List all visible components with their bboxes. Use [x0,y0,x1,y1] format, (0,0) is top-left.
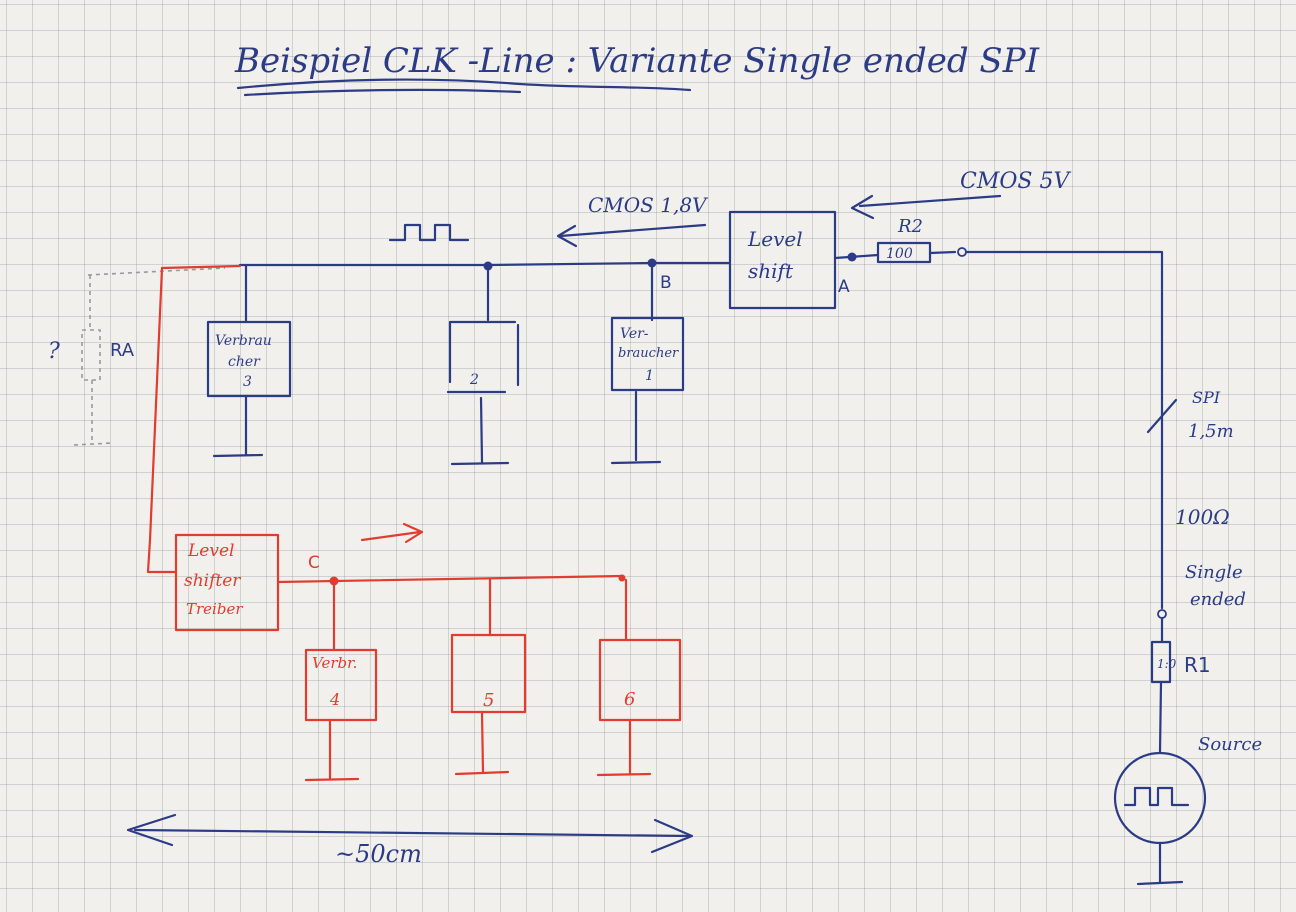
note-single: Single [1185,562,1243,583]
source-symbol [1113,751,1207,845]
consumer-2-number: 2 [469,372,479,388]
ground-consumer-3-icon [212,453,264,458]
resistor-r1-name: R1 [1184,653,1211,677]
note-spi: SPI [1192,388,1221,407]
resistor-ra [81,275,101,440]
consumer-4-number: 4 [329,690,340,709]
resistor-ra-name: RA [110,340,135,361]
page-title: Beispiel CLK -Line : Variante Single end… [234,41,1040,81]
clock-waveform-icon [388,223,470,242]
consumer-1-number: 1 [645,368,654,384]
wire-spi-line [964,250,1164,610]
consumer-1-label-2: braucher [618,346,679,361]
consumer-5-box [450,633,527,714]
node-label-a: A [838,277,850,297]
level-shifter-red-label-3: Treiber [186,600,243,618]
consumer-3-label-1: Verbrau [215,333,272,349]
consumer-4-label-1: Verbr. [312,654,357,672]
arrow-right-red-icon [360,530,422,542]
ground-source-icon [1136,880,1184,886]
consumer-2-box [446,320,520,394]
source-clock-icon [1123,786,1190,807]
ra-question: ? [48,339,60,364]
title-underline-2 [243,88,522,97]
wire-consumer-5-ground [480,710,485,774]
red-feed-wire [146,264,242,574]
distance-arrow-line [133,828,692,838]
wire-a [833,253,880,260]
level-shift-top-label-1: Level [747,227,803,251]
junction-dot-6 [618,574,626,582]
node-label-b: B [660,273,672,293]
level-shifter-red-box [174,533,280,632]
title-underline [236,78,692,92]
consumer-6-number: 6 [624,689,635,710]
blue-clk-bus [238,261,732,267]
wire-r2-out [928,250,957,255]
ground-consumer-6-icon [596,772,652,777]
arrow-head-1-8v-icon [556,224,578,248]
level-shifter-red-label-2: shifter [184,571,241,591]
note-ended: ended [1190,589,1246,610]
ground-consumer-4-icon [304,777,360,782]
ra-wire-dashed [87,267,226,276]
note-source: Source [1198,734,1262,755]
consumer-3-number: 3 [243,374,252,390]
node-label-c: C [308,553,320,573]
consumer-4-box [304,648,378,722]
distance-arrow-left-icon [126,813,177,847]
level-shifter-red-label-1: Level [187,541,234,561]
terminal-r1 [1157,609,1167,619]
arrow-head-red-icon [402,522,424,544]
consumer-1-label-1: Ver- [620,326,649,342]
arrow-head-5v-icon [850,194,875,220]
level-shift-top-label-2: shift [748,259,794,283]
arrow-left-1-8v-icon [558,223,707,238]
arrow-left-5v-icon [858,194,1002,208]
terminal-r2 [957,247,967,257]
note-length: 1,5m [1188,421,1234,442]
consumer-5-number: 5 [483,690,494,711]
junction-dot-a [847,252,857,262]
ground-ra-icon [73,442,113,446]
ground-consumer-2-icon [450,461,510,466]
label-cmos-5v: CMOS 5V [960,169,1071,194]
resistor-r2-name: R2 [897,216,923,237]
wire-r1-bottom [1158,680,1163,754]
ground-consumer-5-icon [454,770,510,776]
consumer-6-box [598,638,682,722]
label-cmos-1-8v: CMOS 1,8V [588,193,709,217]
ground-consumer-1-icon [610,460,662,465]
note-impedance: 100Ω [1175,505,1230,529]
resistor-r2 [876,241,932,264]
bus-slash-icon [1146,398,1178,434]
distance-label: ~50cm [335,840,422,868]
distance-arrow-right-icon [650,818,694,854]
resistor-r1 [1150,640,1172,684]
consumer-3-label-2: cher [228,354,261,370]
level-shift-top-box [728,210,837,310]
consumer-3-box [206,320,292,398]
wire-consumer-2-ground [479,396,484,464]
resistor-r2-value: 100 [886,246,913,262]
resistor-r1-value: 1:0 [1157,657,1177,671]
consumer-1-box [610,316,685,392]
